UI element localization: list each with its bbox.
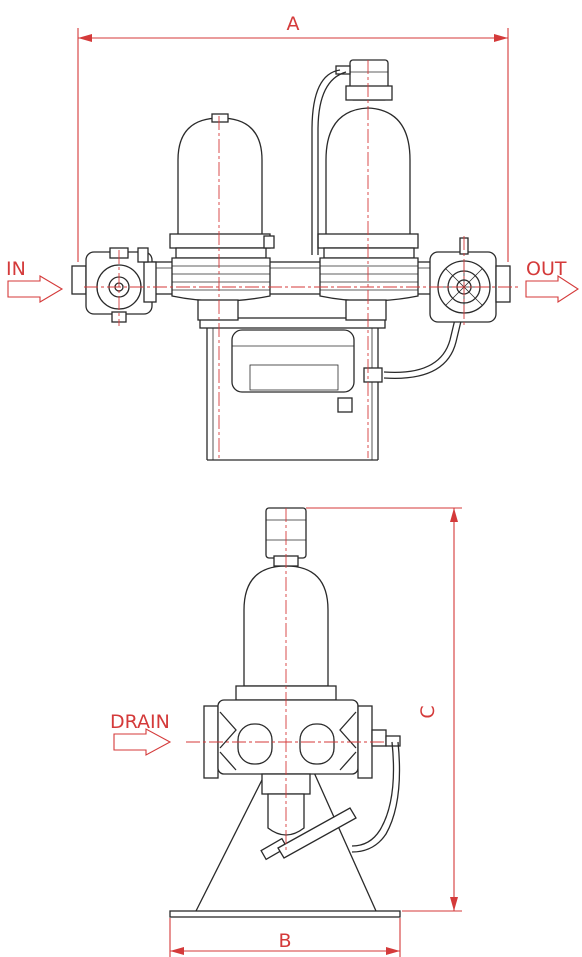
dimension-a [77,28,509,262]
base-plate [169,910,401,918]
front-view: A IN OUT [6,13,580,461]
inlet-flange [71,247,157,323]
front-stand [199,317,386,461]
outlet-arrow [525,274,580,304]
drain-arrow [113,728,172,756]
dimension-b-label: B [278,930,291,952]
outlet-label: OUT [526,258,567,280]
inlet-arrow [7,275,64,303]
stand-leg-right [311,767,377,912]
left-filter [169,113,275,321]
dimension-b [169,918,401,957]
inlet-label: IN [6,258,26,280]
dimension-a-label: A [287,13,300,35]
valve-body [203,699,401,779]
outlet-flange [429,237,511,323]
dimension-c-label: C [417,705,439,718]
drain-label: DRAIN [110,711,170,733]
dimension-c [306,507,462,912]
stand-leg-left [195,767,269,912]
side-view: C B DRAIN [110,507,462,957]
control-tube [351,741,395,847]
